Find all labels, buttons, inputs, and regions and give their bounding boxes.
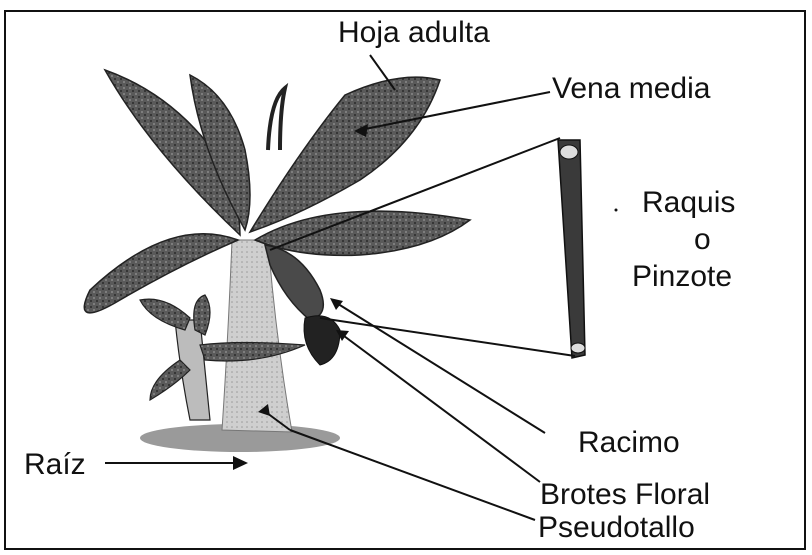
label-raiz: Raíz xyxy=(24,450,86,480)
label-pinzote: Pinzote xyxy=(632,262,732,292)
arrow-racimo xyxy=(330,298,343,310)
flower-bud xyxy=(304,316,340,365)
leader-pseudotallo xyxy=(290,430,535,520)
leader-racimo xyxy=(335,302,545,433)
label-raquis: Raquis xyxy=(642,188,735,218)
raquis-dot xyxy=(615,209,618,212)
label-brotes-floral: Brotes Floral xyxy=(540,480,710,510)
label-hoja-adulta: Hoja adulta xyxy=(338,18,490,48)
leaf-curl xyxy=(268,88,285,150)
raquis-top-node xyxy=(560,145,578,159)
arrow-raiz xyxy=(233,456,248,470)
label-pseudotallo: Pseudotallo xyxy=(538,513,695,543)
leader-raquis-bottom xyxy=(320,318,575,356)
label-raquis-o: o xyxy=(694,225,711,255)
raquis-bottom-node xyxy=(571,343,585,353)
label-vena-media: Vena media xyxy=(552,74,710,104)
label-racimo: Racimo xyxy=(578,428,680,458)
raquis-stalk xyxy=(558,140,585,358)
